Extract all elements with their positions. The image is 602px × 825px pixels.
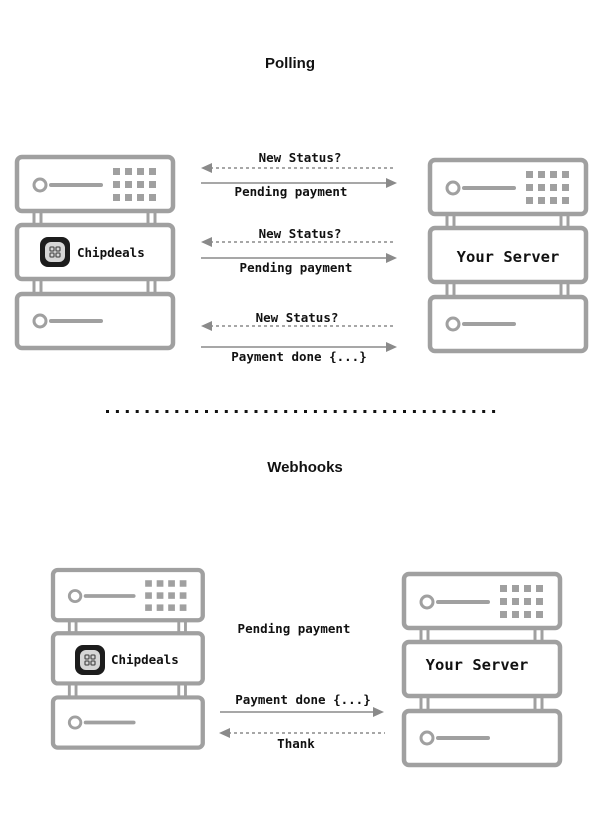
separator-dot [462,410,466,413]
your-server: Your Server [430,160,586,351]
message-label: Pending payment [235,184,348,199]
webhooks-message-2: Payment done {...} [220,692,384,717]
separator-dot [115,410,119,413]
separator-dot [472,410,476,413]
arrow-right-head [386,253,397,263]
polling-message-2: Pending payment [201,178,397,199]
separator-dot [205,410,208,413]
separator-dot [244,410,248,413]
chipdeals-server: Chipdeals [53,570,203,748]
separator-dot [175,410,179,413]
separator-dot [383,410,387,413]
separator-dot [165,410,169,413]
separator-dot [452,410,456,413]
separator-dot [185,410,189,413]
webhooks-title: Webhooks [267,459,343,476]
separator-dot [403,410,406,413]
polling-message-3: New Status? [201,226,396,247]
chipdeals-logo-icon [74,644,106,676]
separator-dot [125,410,129,413]
webhooks-message-1: Pending payment [238,621,351,636]
polling-section: Polling Chipdeals Your Server New Status… [17,55,586,364]
separator-dot [195,410,199,413]
separator-dot [363,410,367,413]
separator-dot [234,410,238,413]
separator-dot [155,410,159,413]
arrow-left-head [201,237,212,247]
separator-dot [313,410,317,413]
polling-message-6: Payment done {...} [201,342,397,364]
separator-dot [333,410,337,413]
your-server-label: Your Server [457,248,560,266]
webhooks-message-3: Thank [219,728,385,751]
separator-dot [106,410,109,413]
chipdeals-logo-icon [39,236,71,268]
chipdeals-label: Chipdeals [111,652,179,667]
separator-dot [214,410,218,413]
separator-dot [284,410,288,413]
message-label: Pending payment [240,260,353,275]
separator-dot [294,410,298,413]
polling-message-4: Pending payment [201,253,397,275]
message-label: Pending payment [238,621,351,636]
section-separator [106,410,496,413]
message-label: Thank [277,736,315,751]
separator-dot [304,410,307,413]
message-label: Payment done {...} [235,692,370,707]
arrow-left-head [201,163,212,173]
separator-dot [343,410,347,413]
your-server-label: Your Server [426,656,529,674]
arrow-left-head [219,728,230,738]
separator-dot [135,410,139,413]
separator-dot [442,410,446,413]
chipdeals-label: Chipdeals [77,245,145,260]
separator-dot [323,410,327,413]
your-server: Your Server [404,574,560,765]
chipdeals-server: Chipdeals [17,157,173,348]
separator-dot [264,410,268,413]
arrow-right-head [373,707,384,717]
polling-message-5: New Status? [201,310,396,331]
separator-dot [353,410,357,413]
separator-dot [254,410,258,413]
separator-dot [412,410,416,413]
separator-dot [145,410,149,413]
message-label: Payment done {...} [231,349,366,364]
separator-dot [492,410,496,413]
separator-dot [224,410,228,413]
webhooks-section: Webhooks Chipdeals Your Server Pending p… [53,459,560,765]
polling-title: Polling [265,55,315,72]
separator-dot [482,410,486,413]
message-label: New Status? [256,310,339,325]
arrow-right-head [386,178,397,188]
message-label: New Status? [259,150,342,165]
separator-dot [432,410,436,413]
arrow-right-head [386,342,397,352]
message-label: New Status? [259,226,342,241]
separator-dot [422,410,426,413]
separator-dot [373,410,377,413]
polling-message-1: New Status? [201,150,396,173]
separator-dot [274,410,278,413]
separator-dot [393,410,397,413]
arrow-left-head [201,321,212,331]
